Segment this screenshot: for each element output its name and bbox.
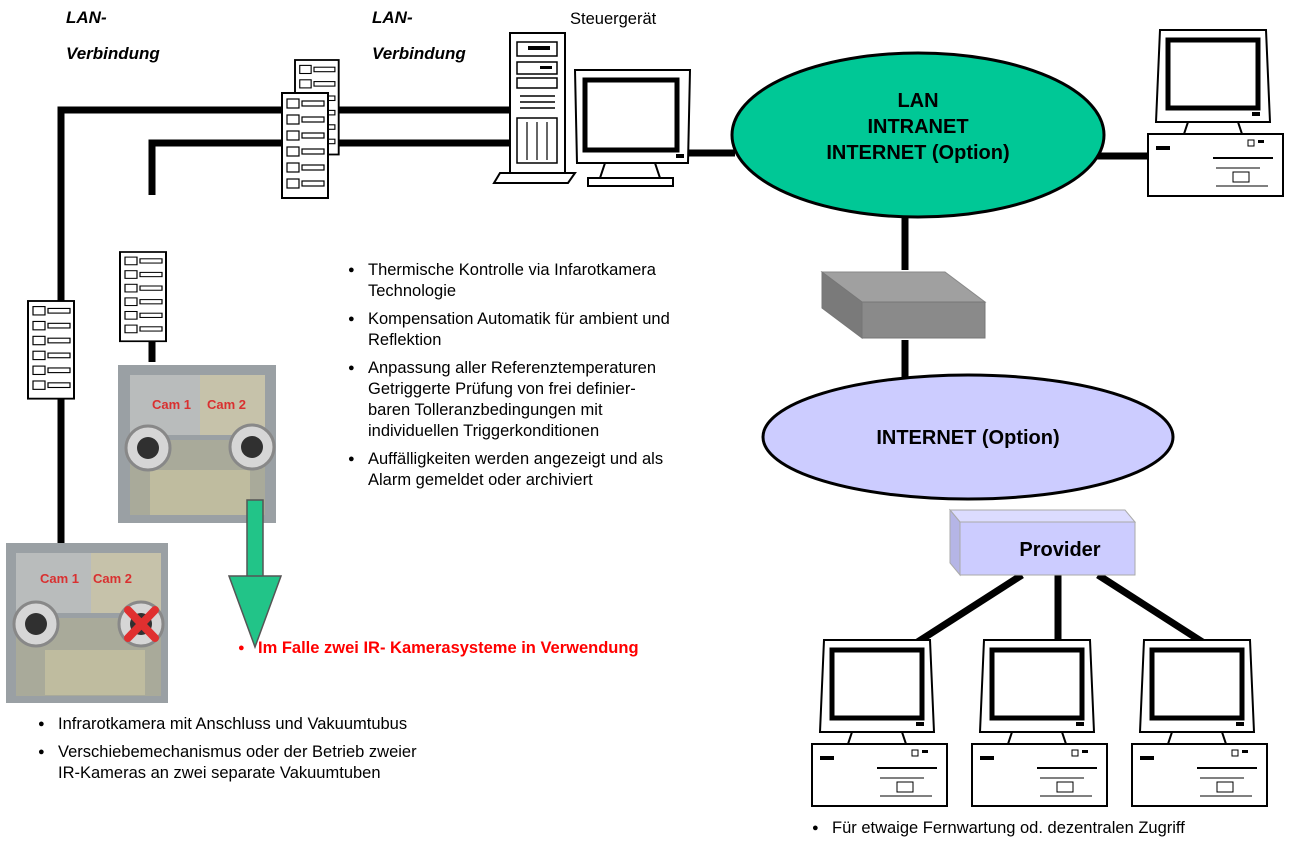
label-line: Verbindung [66, 44, 160, 63]
camera-label-2: Cam 2 [207, 397, 247, 412]
network-switch-icon [27, 300, 75, 400]
lan-cloud [730, 51, 1106, 219]
remote-note-item: Für etwaige Fernwartung od. dezentralen … [812, 818, 1185, 839]
lan-connection-label-left: LAN- Verbindung [66, 7, 160, 79]
internet-cloud [761, 373, 1175, 501]
lan-cloud-label: LAN INTRANET INTERNET (Option) [818, 88, 1018, 166]
desktop-computer-icon [1148, 30, 1283, 196]
cloud-line: INTERNET (Option) [826, 142, 1010, 164]
camera-label-1: Cam 1 [152, 397, 192, 412]
cloud-line: INTRANET [867, 116, 969, 138]
arrow-down-icon [227, 499, 283, 650]
label-line: Verbindung [372, 44, 466, 63]
camera-notes-list: Infrarotkamera mit Anschluss und Vakuumt… [38, 714, 417, 791]
network-switch-icon [119, 251, 167, 343]
desktop-computer-icon [812, 640, 947, 806]
desktop-computer-icon [972, 640, 1107, 806]
network-switch-icon [281, 92, 329, 199]
remote-note: Für etwaige Fernwartung od. dezentralen … [812, 818, 1185, 846]
monitor-icon [573, 69, 692, 187]
feature-item: Kompensation Automatik für ambient und R… [348, 309, 670, 351]
camera-housing-photo [6, 543, 168, 703]
label-line: LAN- [66, 8, 107, 27]
provider-box [948, 508, 1137, 577]
camera-label-2: Cam 2 [93, 571, 133, 586]
router-icon [820, 271, 987, 339]
label-line: LAN- [372, 8, 413, 27]
camera-housing-photo [118, 365, 276, 523]
feature-item: Auffälligkeiten werden angezeigt und als… [348, 449, 670, 491]
cloud-line: LAN [897, 90, 939, 112]
internet-cloud-label: INTERNET (Option) [876, 427, 1060, 449]
red-note-item: Im Falle zwei IR- Kamerasysteme in Verwe… [238, 638, 639, 659]
feature-item: Thermische Kontrolle via Infarotkamera T… [348, 260, 670, 302]
red-note: Im Falle zwei IR- Kamerasysteme in Verwe… [238, 638, 639, 666]
camera-note-item: Infrarotkamera mit Anschluss und Vakuumt… [38, 714, 417, 735]
steuergeraet-label: Steuergerät [570, 10, 657, 28]
camera-note-item: Verschiebemechanismus oder der Betrieb z… [38, 742, 417, 784]
provider-label: Provider [1019, 539, 1101, 561]
desktop-computer-icon [1132, 640, 1267, 806]
feature-list: Thermische Kontrolle via Infarotkamera T… [348, 260, 670, 498]
camera-label-1: Cam 1 [40, 571, 80, 586]
feature-item: Anpassung aller Referenztemperaturen Get… [348, 358, 670, 442]
lan-connection-label-mid: LAN- Verbindung [372, 7, 466, 79]
server-icon [492, 32, 577, 184]
